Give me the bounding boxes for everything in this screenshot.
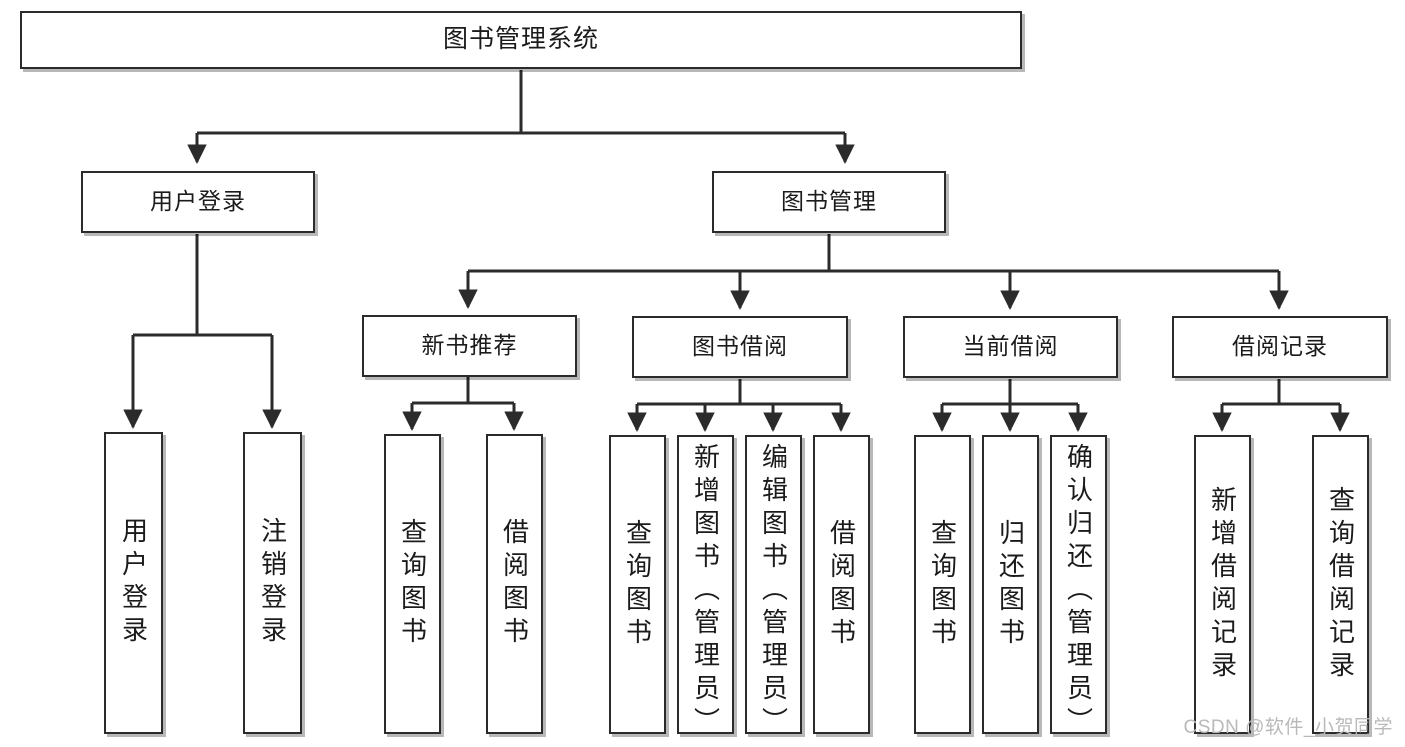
node-leaf-user-login[interactable]: 用户登录 — [104, 432, 163, 734]
node-label: 图书借阅 — [692, 333, 788, 360]
node-current-borrow[interactable]: 当前借阅 — [903, 316, 1118, 378]
node-label: 借阅记录 — [1232, 333, 1328, 360]
node-label: 归还图书 — [995, 518, 1026, 651]
node-label: 借阅图书 — [826, 518, 857, 651]
node-label: 图书管理 — [781, 188, 877, 215]
node-leaf-add-record[interactable]: 新增借阅记录 — [1194, 435, 1251, 734]
node-leaf-add-book[interactable]: 新增图书（管理员） — [677, 435, 734, 740]
node-leaf-query-book-2[interactable]: 查询图书 — [609, 435, 666, 734]
watermark-text: CSDN @软件_小贺同学 — [1183, 717, 1393, 738]
node-leaf-return-book[interactable]: 归还图书 — [982, 435, 1039, 734]
node-label: 图书管理系统 — [442, 25, 599, 54]
node-leaf-logout[interactable]: 注销登录 — [243, 432, 302, 734]
node-label: 确认归还（管理员） — [1063, 443, 1094, 740]
node-root-title[interactable]: 图书管理系统 — [20, 11, 1022, 69]
node-label: 新增借阅记录 — [1207, 485, 1238, 684]
node-borrow-record[interactable]: 借阅记录 — [1172, 316, 1388, 378]
node-label: 查询图书 — [622, 518, 653, 651]
node-book-management[interactable]: 图书管理 — [712, 171, 946, 233]
node-leaf-borrow-book-1[interactable]: 借阅图书 — [486, 434, 543, 734]
node-user-login[interactable]: 用户登录 — [81, 171, 315, 233]
node-label: 注销登录 — [257, 517, 288, 649]
node-label: 查询图书 — [397, 518, 428, 650]
node-label: 新书推荐 — [421, 332, 518, 359]
node-new-book-recommend[interactable]: 新书推荐 — [362, 315, 577, 377]
node-label: 借阅图书 — [499, 518, 530, 650]
node-leaf-borrow-book-2[interactable]: 借阅图书 — [813, 435, 870, 734]
node-leaf-edit-book[interactable]: 编辑图书（管理员） — [745, 435, 802, 740]
node-label: 新增图书（管理员） — [690, 443, 721, 740]
node-label: 用户登录 — [150, 188, 246, 215]
node-leaf-confirm-return[interactable]: 确认归还（管理员） — [1050, 435, 1107, 740]
node-leaf-query-book-3[interactable]: 查询图书 — [914, 435, 971, 734]
node-book-borrow[interactable]: 图书借阅 — [632, 316, 848, 378]
node-leaf-query-record[interactable]: 查询借阅记录 — [1312, 435, 1369, 734]
node-label: 查询图书 — [927, 518, 958, 651]
node-label: 查询借阅记录 — [1325, 485, 1356, 684]
node-leaf-query-book-1[interactable]: 查询图书 — [384, 434, 441, 734]
node-label: 当前借阅 — [962, 333, 1059, 360]
node-label: 用户登录 — [118, 517, 149, 649]
node-label: 编辑图书（管理员） — [758, 443, 789, 740]
